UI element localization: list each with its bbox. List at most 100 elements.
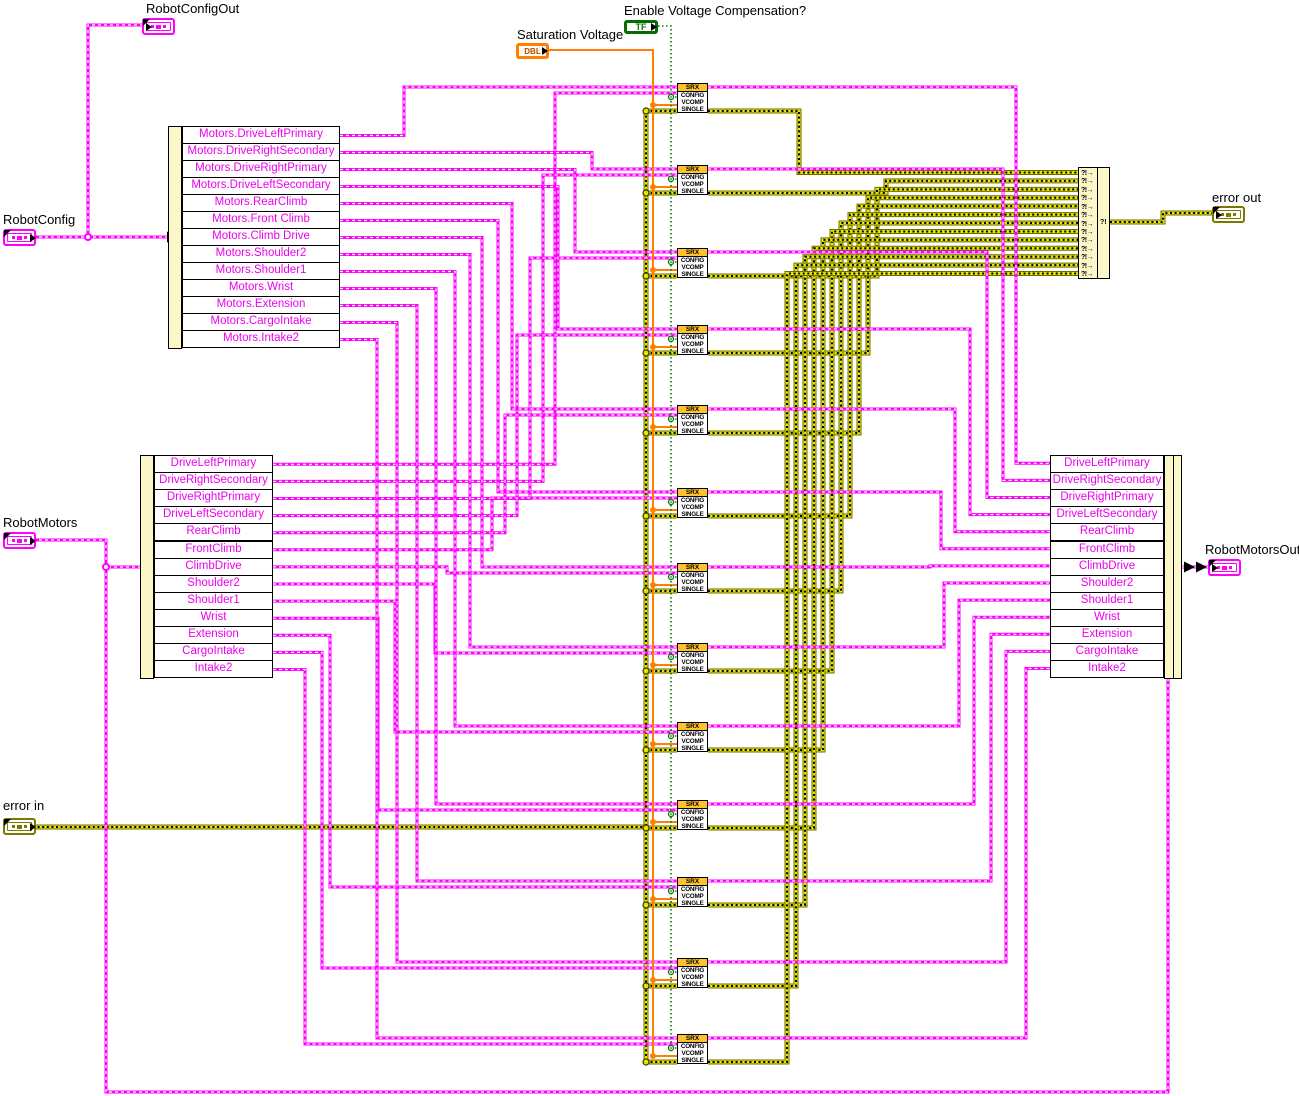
cluster-field[interactable]: ClimbDrive [1050, 558, 1164, 577]
merge-errors-input: ?!→ [1081, 245, 1094, 253]
merge-errors-input: ?!→ [1081, 220, 1094, 228]
srx-node-line: CONFIG [680, 174, 705, 181]
terminal-error-out[interactable] [1212, 206, 1245, 223]
robot-config-out-label: RobotConfigOut [146, 1, 240, 16]
merge-errors-node[interactable]: ?!→?!→?!→?!→?!→?!→?!→?!→?!→?!→?!→?!→?!→?… [1078, 166, 1110, 279]
cluster-field[interactable]: CargoIntake [1050, 643, 1164, 662]
cluster-field[interactable]: DriveLeftSecondary [1050, 506, 1164, 525]
terminal-robotmotors[interactable] [3, 532, 36, 549]
srx-node-header: SRX [678, 326, 707, 334]
terminal-arrow-icon [30, 822, 36, 831]
merge-errors-output: ?! [1100, 218, 1107, 226]
srx-node-line: VCOMP [681, 504, 704, 512]
cluster-field[interactable]: Motors.DriveLeftSecondary [182, 177, 340, 195]
terminal-robotconfigout[interactable] [142, 18, 175, 35]
terminal-glyph-block [156, 24, 161, 29]
terminal-glyph-block [1217, 566, 1220, 569]
srx-node-line: SINGLE [681, 745, 704, 753]
terminal-glyph-block [12, 825, 15, 828]
cluster-field[interactable]: DriveLeftPrimary [1050, 455, 1164, 474]
cluster-field[interactable]: Wrist [154, 609, 273, 628]
srx-node-line: SINGLE [681, 348, 704, 356]
terminal-glyph-block [1229, 566, 1232, 569]
cluster-field[interactable]: CargoIntake [154, 643, 273, 662]
srx-node-line: VCOMP [681, 264, 704, 272]
cluster-field[interactable]: Shoulder2 [1050, 575, 1164, 594]
cluster-wires [33, 23, 1208, 1094]
terminal-saturation-voltage-dbl[interactable]: DBL [516, 43, 549, 59]
cluster-field[interactable]: Motors.Front Climb [182, 211, 340, 229]
cluster-field[interactable]: Shoulder1 [1050, 592, 1164, 611]
cluster-field[interactable]: DriveLeftSecondary [154, 506, 273, 525]
cluster-field[interactable]: Intake2 [1050, 660, 1164, 679]
srx-node-header: SRX [678, 249, 707, 257]
cluster-field[interactable]: Shoulder1 [154, 592, 273, 611]
cluster-field[interactable]: Motors.DriveLeftPrimary [182, 126, 340, 144]
terminal-glyph-block [24, 539, 27, 542]
cluster-field[interactable]: DriveLeftPrimary [154, 455, 273, 474]
cluster-field[interactable]: Motors.Shoulder1 [182, 262, 340, 280]
srx-node-line: SINGLE [681, 428, 704, 436]
cluster-field[interactable]: DriveRightPrimary [154, 489, 273, 508]
cluster-field[interactable]: Shoulder2 [154, 575, 273, 594]
srx-node-line: CONFIG [680, 652, 705, 659]
cluster-field[interactable]: DriveRightPrimary [1050, 489, 1164, 508]
cluster-field[interactable]: Wrist [1050, 609, 1164, 628]
saturation-voltage-label: Saturation Voltage [517, 27, 624, 42]
terminal-direction-corner [4, 819, 11, 826]
terminal-robotmotorsout[interactable] [1208, 559, 1241, 576]
terminal-glyph-block [151, 25, 154, 28]
cluster-field[interactable]: Intake2 [154, 660, 273, 679]
cluster-field[interactable]: Motors.CargoIntake [182, 313, 340, 331]
cluster-field[interactable]: Motors.DriveRightSecondary [182, 143, 340, 161]
cluster-field[interactable]: Motors.DriveRightPrimary [182, 160, 340, 178]
cluster-field[interactable]: ClimbDrive [154, 558, 273, 577]
srx-node-line: CONFIG [680, 497, 705, 504]
terminal-glyph-block [17, 235, 22, 240]
tf-text: TF [635, 21, 647, 32]
cluster-field[interactable]: RearClimb [1050, 523, 1164, 542]
terminal-glyph-block [12, 539, 15, 542]
cluster-strip-divider [1173, 455, 1174, 680]
srx-node-line: CONFIG [680, 967, 705, 974]
cluster-field[interactable]: DriveRightSecondary [154, 472, 273, 491]
cluster-field[interactable]: Motors.Intake2 [182, 330, 340, 348]
cluster-field[interactable]: RearClimb [154, 523, 273, 542]
cluster-field[interactable]: Extension [1050, 626, 1164, 645]
cluster-field[interactable]: FrontClimb [1050, 541, 1164, 560]
cluster-field[interactable]: Motors.Climb Drive [182, 228, 340, 246]
terminal-enable-voltage-comp-tf[interactable]: TF [624, 20, 658, 34]
srx-node-header: SRX [678, 564, 707, 572]
cluster-field[interactable]: Motors.Extension [182, 296, 340, 314]
terminal-robotconfig[interactable] [3, 229, 36, 246]
cluster-field[interactable]: Motors.RearClimb [182, 194, 340, 212]
srx-node-line: CONFIG [680, 1043, 705, 1050]
srx-node-header: SRX [678, 406, 707, 414]
cluster-field[interactable]: Extension [154, 626, 273, 645]
wire-junctions [84, 93, 1207, 1066]
terminal-error-in[interactable] [3, 818, 36, 835]
merge-errors-input: ?!→ [1081, 203, 1094, 211]
cluster-field[interactable]: Motors.Shoulder2 [182, 245, 340, 263]
cluster-field[interactable]: DriveRightSecondary [1050, 472, 1164, 491]
srx-node-header: SRX [678, 166, 707, 174]
srx-node-line: VCOMP [681, 181, 704, 189]
terminal-glyph-block [1226, 212, 1231, 217]
cluster-field[interactable]: Motors.Wrist [182, 279, 340, 297]
srx-node-header: SRX [678, 959, 707, 967]
cluster-field[interactable]: FrontClimb [154, 541, 273, 560]
